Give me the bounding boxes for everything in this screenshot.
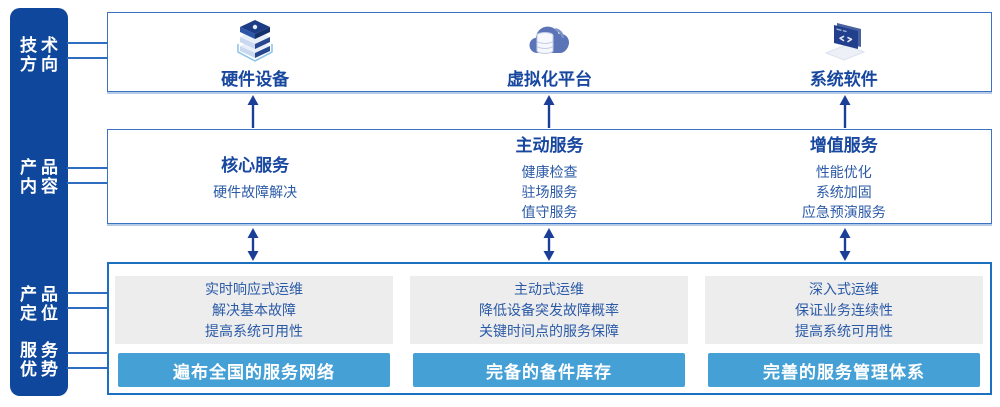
tech-label-system-software: 系统软件 (809, 69, 878, 89)
service-title: 增值服务 (809, 136, 878, 155)
arrow-up-down-icon (543, 228, 555, 261)
positioning-line: 深入式运维 (809, 280, 879, 297)
sidebar-rail: 技术 方向 产品 内容 产品 定位 服务 优势 (10, 8, 68, 396)
server-stack-icon (237, 19, 273, 62)
positioning-column-proactive: 主动式运维 降低设备突发故障概率 关键时间点的服务保障 完备的备件库存 (410, 264, 688, 393)
connector-line (67, 57, 107, 59)
sidebar-label-line: 定位 (20, 304, 62, 323)
sidebar-label-line: 内容 (20, 177, 62, 196)
positioning-card: 主动式运维 降低设备突发故障概率 关键时间点的服务保障 (410, 276, 688, 344)
positioning-column-indepth: 深入式运维 保证业务连续性 提高系统可用性 完善的服务管理体系 (705, 264, 983, 393)
positioning-card: 深入式运维 保证业务连续性 提高系统可用性 (705, 276, 983, 344)
positioning-column-realtime: 实时响应式运维 解决基本故障 提高系统可用性 遍布全国的服务网络 (115, 264, 393, 393)
service-column-proactive: 主动服务 健康检查 驻场服务 值守服务 (402, 130, 696, 223)
arrow-up-down-icon (247, 228, 259, 261)
service-title: 主动服务 (515, 136, 584, 155)
arrow-up-down-icon (839, 228, 851, 261)
positioning-line: 降低设备突发故障概率 (479, 301, 619, 318)
sidebar-label-line: 技术 (20, 36, 62, 55)
arrow-up-icon (247, 95, 259, 128)
sidebar-label-line: 方向 (20, 55, 62, 74)
sidebar-label-line: 优势 (20, 360, 62, 379)
service-item: 硬件故障解决 (213, 184, 298, 200)
service-item: 系统加固 (815, 184, 872, 200)
positioning-card: 实时响应式运维 解决基本故障 提高系统可用性 (115, 276, 393, 344)
service-item: 值守服务 (521, 204, 578, 220)
sidebar-label-line: 产品 (20, 158, 62, 177)
tech-column-virtualization: 虚拟化平台 (402, 13, 696, 91)
connector-line (67, 307, 107, 309)
service-item: 驻场服务 (521, 184, 578, 200)
positioning-line: 保证业务连续性 (795, 301, 893, 318)
service-item: 应急预演服务 (801, 204, 886, 220)
sidebar-label-line: 服务 (20, 341, 62, 360)
sidebar-label-line: 产品 (20, 285, 62, 304)
positioning-line: 关键时间点的服务保障 (479, 322, 619, 339)
tech-label-hardware: 硬件设备 (221, 69, 290, 89)
arrow-up-icon (543, 95, 555, 128)
positioning-line: 提高系统可用性 (205, 322, 303, 339)
connector-line (67, 182, 107, 184)
positioning-line: 实时响应式运维 (205, 280, 303, 297)
service-item: 性能优化 (815, 164, 872, 180)
sidebar-item-tech-direction: 技术 方向 (10, 36, 68, 74)
product-content-box: 核心服务 硬件故障解决 主动服务 健康检查 驻场服务 值守服务 增值服务 性能优… (107, 129, 992, 224)
connector-line (67, 352, 107, 354)
tech-direction-box: 硬件设备 虚拟化平台 系统软件 (107, 12, 992, 92)
advantage-bar: 完备的备件库存 (413, 353, 685, 387)
tech-label-virtualization: 虚拟化平台 (506, 69, 592, 89)
positioning-line: 主动式运维 (514, 280, 584, 297)
cloud-database-icon (529, 26, 570, 54)
connector-line (67, 42, 107, 44)
tech-column-hardware: 硬件设备 (108, 13, 402, 91)
connector-line (67, 167, 107, 169)
service-title: 核心服务 (221, 156, 290, 175)
connector-line (67, 292, 107, 294)
code-window-icon (824, 22, 866, 61)
advantage-bar: 完善的服务管理体系 (708, 353, 980, 387)
arrow-up-icon (839, 95, 851, 128)
service-column-core: 核心服务 硬件故障解决 (108, 130, 402, 223)
advantage-bar: 遍布全国的服务网络 (118, 353, 390, 387)
connector-line (67, 367, 107, 369)
positioning-line: 提高系统可用性 (795, 322, 893, 339)
tech-column-system-software: 系统软件 (697, 13, 991, 91)
sidebar-item-product-content: 产品 内容 (10, 158, 68, 196)
positioning-line: 解决基本故障 (212, 301, 296, 318)
sidebar-item-service-advantage: 服务 优势 (10, 341, 68, 379)
service-item: 健康检查 (521, 164, 578, 180)
product-positioning-box: 实时响应式运维 解决基本故障 提高系统可用性 遍布全国的服务网络 主动式运维 降… (107, 262, 992, 395)
service-column-value-added: 增值服务 性能优化 系统加固 应急预演服务 (697, 130, 991, 223)
sidebar-item-product-positioning: 产品 定位 (10, 285, 68, 323)
